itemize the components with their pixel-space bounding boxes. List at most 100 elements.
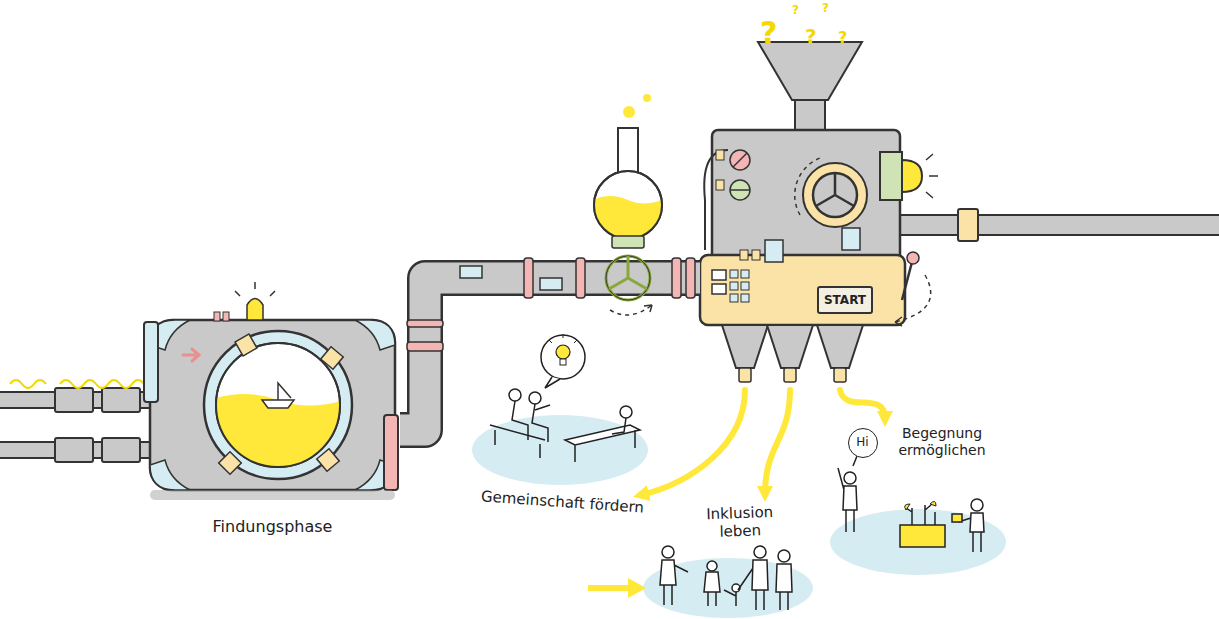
dial [730, 180, 750, 200]
bubble-tail [545, 377, 560, 388]
lever-hint [895, 275, 931, 322]
node-label: Gemeinschaft fördern [470, 487, 656, 518]
porthole-clamp [321, 347, 344, 370]
person-body [704, 572, 720, 606]
flask-neck [618, 128, 638, 173]
dial-needle [730, 189, 750, 191]
person-body [958, 513, 984, 552]
wheel-spokes [816, 173, 854, 206]
keypad-key [730, 270, 738, 278]
question-mark: ? [792, 4, 799, 16]
keypad-key [741, 294, 749, 302]
flow-arrow [765, 390, 790, 494]
flask-collar [612, 236, 644, 248]
area-node: Gemeinschaft fördern [470, 405, 655, 525]
valve-wheel [606, 256, 650, 300]
area-node: Inklusion leben [640, 500, 815, 619]
question-mark: ? [760, 18, 777, 48]
tank-corner [355, 320, 395, 350]
tank-tab [214, 312, 220, 321]
node-label: Inklusion leben [684, 502, 795, 542]
pipe-band [576, 258, 585, 298]
paper-boat [262, 383, 294, 408]
tank-shadow [150, 490, 395, 500]
person-body [724, 590, 736, 606]
pipe-outline [400, 278, 700, 430]
keypad-key [741, 282, 749, 290]
plants [906, 505, 935, 525]
nozzle [784, 368, 796, 382]
porthole-water [210, 394, 350, 480]
person-body [532, 404, 550, 442]
person-head [707, 561, 717, 571]
wheel [803, 163, 867, 227]
flow-arrow [641, 390, 745, 495]
machine-node: START [700, 140, 905, 390]
tank-body [150, 320, 395, 490]
leaves [905, 501, 936, 510]
person-head [732, 584, 740, 592]
valve-hint-head [644, 305, 652, 312]
person-head [754, 546, 766, 558]
watering-can [952, 514, 962, 522]
keypad-key [741, 270, 749, 278]
flow-line [641, 390, 745, 495]
hopper [758, 42, 862, 100]
rotation-hint [795, 158, 820, 215]
pipe [0, 392, 150, 408]
funnel [767, 325, 813, 368]
bubble [643, 94, 651, 102]
tank-corner [355, 460, 395, 490]
tank-corner [150, 320, 190, 350]
flask-edge [594, 171, 662, 239]
keypad-key [712, 270, 726, 280]
patch [540, 278, 562, 290]
pipe-band [686, 258, 695, 298]
area-ellipse [643, 558, 813, 618]
machine [700, 42, 938, 382]
dial-needle [733, 153, 747, 167]
pipe-band [672, 258, 681, 298]
person-head [509, 389, 521, 401]
person-body [660, 560, 688, 605]
person-head [620, 406, 632, 418]
machine-body [712, 130, 900, 265]
picnic-scene [490, 335, 640, 462]
speech-tail [853, 456, 857, 466]
flow-line [840, 390, 885, 419]
beacon-rays [235, 282, 275, 296]
warning-light [902, 160, 922, 192]
keypad-key [730, 282, 738, 290]
person-head [662, 546, 674, 558]
pointer-arrow [588, 585, 632, 591]
encounter-people [838, 456, 984, 552]
hopper-neck [795, 100, 825, 132]
node-label: Findungsphase [145, 517, 400, 536]
person-body [612, 418, 626, 434]
bench [490, 425, 545, 458]
funnel [722, 325, 768, 368]
lightbulb-base [560, 359, 566, 365]
pointer-arrow-head [628, 578, 646, 598]
porthole-edge [216, 343, 340, 467]
porthole-glass [216, 343, 340, 467]
speech-bubble: Hi [848, 428, 878, 458]
beacon-light [247, 299, 263, 321]
node-label: START [818, 293, 872, 307]
tank-flange [144, 322, 158, 402]
picnic-table [565, 425, 640, 462]
dial [730, 150, 750, 170]
question-mark: ? [805, 26, 817, 46]
pipe-band [407, 342, 443, 351]
person-body [738, 560, 768, 610]
thought-bubble [541, 335, 585, 379]
lever [902, 262, 912, 300]
light-rays [926, 154, 938, 198]
person-head [529, 392, 541, 404]
person-body [838, 468, 857, 532]
connector-tab [740, 250, 748, 260]
